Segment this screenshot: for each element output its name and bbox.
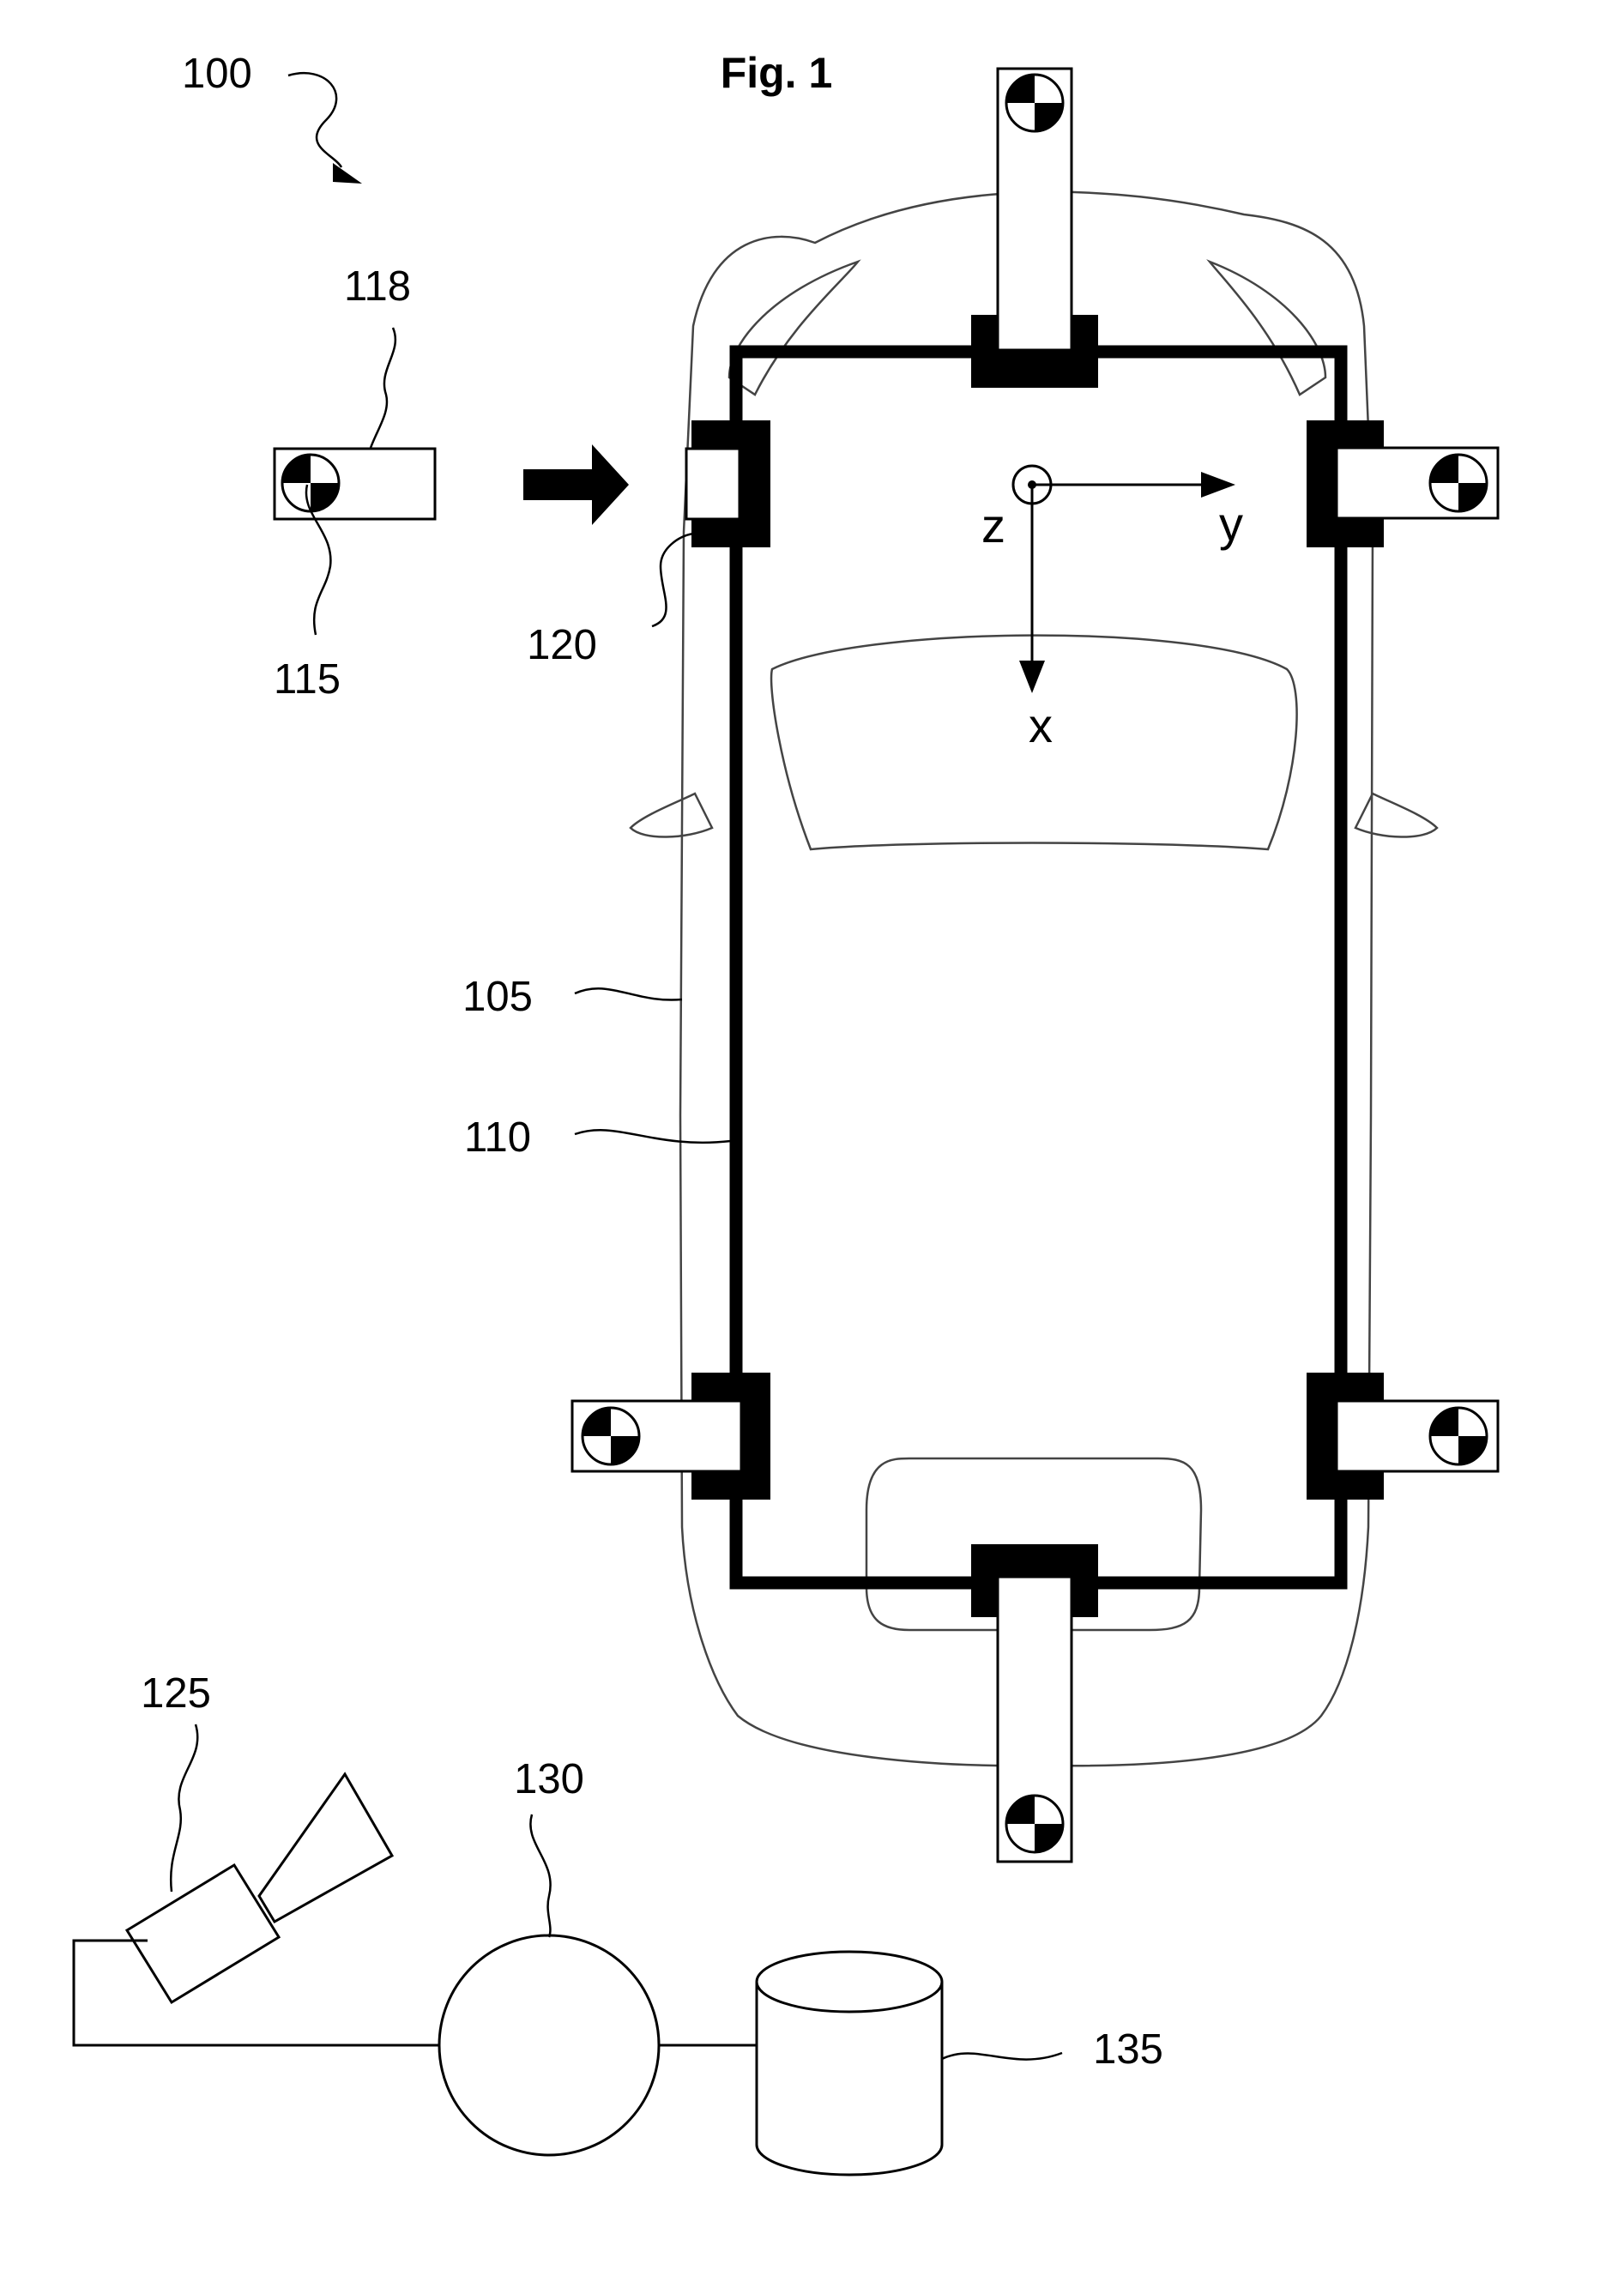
windshield xyxy=(770,634,1298,851)
label-135: 135 xyxy=(1093,2026,1163,2073)
label-100: 100 xyxy=(182,51,252,97)
leader-115 xyxy=(305,484,332,636)
mount-bottom xyxy=(971,1544,1098,1863)
leader-120 xyxy=(651,532,694,628)
insert-arrow xyxy=(523,444,629,525)
leader-110 xyxy=(574,1129,732,1144)
label-130: 130 xyxy=(514,1756,584,1802)
mount-right-bottom xyxy=(1307,1373,1500,1500)
coordinate-system: z y x xyxy=(981,464,1243,752)
y-axis-label: y xyxy=(1219,497,1243,551)
marker-right-bottom xyxy=(1428,1406,1488,1466)
marker-115 xyxy=(281,453,341,513)
leader-135 xyxy=(941,2051,1063,2061)
camera xyxy=(124,1772,395,2005)
arrow-100-head xyxy=(333,163,362,184)
camera-lens xyxy=(257,1772,395,1924)
marker-right-top xyxy=(1428,453,1488,513)
leader-100 xyxy=(287,72,343,168)
camera-processor-link xyxy=(72,1939,439,2047)
label-105: 105 xyxy=(462,974,533,1020)
mount-left-top xyxy=(685,420,770,547)
label-125: 125 xyxy=(141,1670,211,1717)
marker-bottom xyxy=(1005,1794,1065,1854)
leader-125 xyxy=(169,1724,199,1893)
storage xyxy=(755,1950,944,2176)
camera-body xyxy=(124,1862,281,2005)
mount-right-top xyxy=(1307,420,1500,547)
label-118: 118 xyxy=(344,263,411,310)
z-axis-label: z xyxy=(981,498,1005,552)
x-axis-arrowhead xyxy=(1019,661,1045,693)
label-120: 120 xyxy=(527,622,597,668)
frame xyxy=(729,345,1348,1590)
mirror-right xyxy=(1354,792,1439,838)
label-115: 115 xyxy=(274,656,341,703)
figure-title: Fig. 1 xyxy=(721,49,833,97)
leader-105 xyxy=(574,987,683,1001)
leader-118 xyxy=(369,327,397,449)
mount-top xyxy=(971,67,1098,388)
vehicle-outline xyxy=(629,190,1439,1767)
x-axis-label: x xyxy=(1029,698,1053,752)
mount-left-bottom xyxy=(571,1373,770,1500)
marker-left-bottom xyxy=(581,1406,641,1466)
label-110: 110 xyxy=(464,1114,531,1161)
rear-window xyxy=(865,1457,1203,1632)
processor xyxy=(438,1934,661,2157)
y-axis-arrowhead xyxy=(1201,472,1235,498)
marker-top xyxy=(1005,73,1065,133)
marker-carrier xyxy=(273,447,437,521)
mirror-left xyxy=(629,792,714,838)
leader-130 xyxy=(529,1814,552,1938)
